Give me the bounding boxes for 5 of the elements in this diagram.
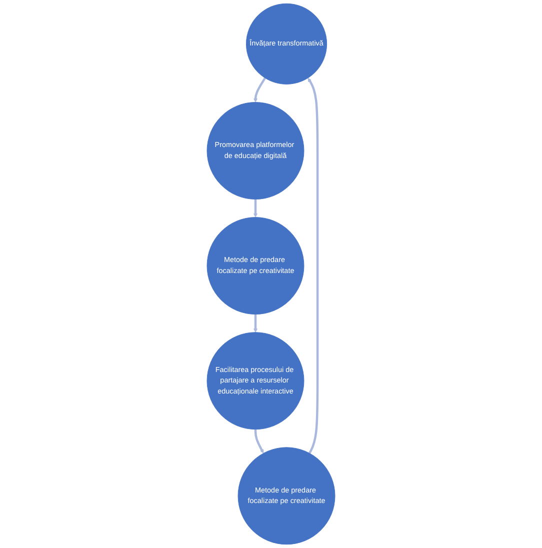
arrow: [254, 429, 264, 454]
arrow: [254, 199, 258, 218]
arrow: [254, 314, 258, 333]
arrow: [308, 78, 319, 454]
arrow: [254, 77, 266, 102]
